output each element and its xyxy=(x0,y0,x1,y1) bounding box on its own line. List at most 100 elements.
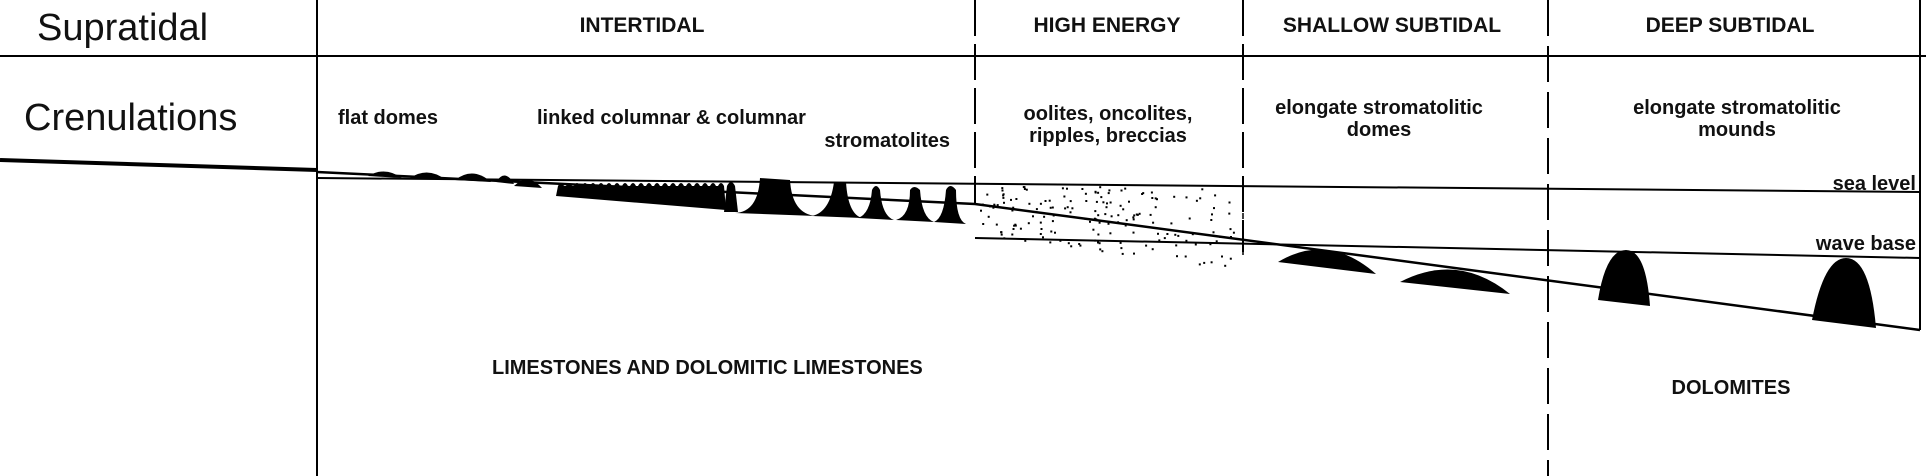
grain-dot xyxy=(1228,212,1231,215)
high-energy-label-line2: ripples, breccias xyxy=(1029,125,1187,147)
grain-dot xyxy=(1061,187,1064,190)
grain-dot xyxy=(1149,213,1152,216)
shallow-feature-label-line1: elongate stromatolitic xyxy=(1275,97,1483,119)
grain-dot xyxy=(1089,220,1091,223)
grain-dot xyxy=(996,204,999,207)
grain-dot xyxy=(1132,216,1135,219)
grain-dot xyxy=(1152,221,1155,224)
elongate-mound-mark xyxy=(1598,250,1650,306)
grain-dot xyxy=(1154,206,1157,209)
grain-dot xyxy=(1101,250,1104,253)
grain-dot xyxy=(1011,233,1014,236)
grain-dot xyxy=(1177,234,1180,237)
grain-dot xyxy=(1224,264,1227,267)
grain-dot xyxy=(1203,261,1206,264)
grain-dot xyxy=(1066,187,1068,190)
grain-dot xyxy=(1107,222,1110,225)
grain-dot xyxy=(1150,191,1153,194)
grain-dot xyxy=(1015,198,1018,200)
grain-dot xyxy=(1054,231,1056,234)
zone-title-intertidal: INTERTIDAL xyxy=(580,14,705,37)
grain-dot xyxy=(1097,233,1100,236)
grain-dot xyxy=(1050,230,1053,233)
grain-dot xyxy=(1084,217,1087,220)
grain-dot xyxy=(1002,194,1005,197)
supratidal-surface xyxy=(0,158,318,172)
elongate-dome-mark xyxy=(1400,269,1510,294)
grain-dot xyxy=(1014,223,1017,226)
grain-dot xyxy=(1035,208,1038,211)
grain-dot xyxy=(1133,214,1136,217)
grain-dot xyxy=(1002,193,1005,196)
grain-dot xyxy=(1124,187,1127,190)
grain-dot xyxy=(1195,199,1198,202)
grain-dot xyxy=(1079,244,1082,247)
deep-feature-label-line1: elongate stromatolitic xyxy=(1633,97,1841,119)
grain-dot xyxy=(1132,231,1135,234)
grain-dot xyxy=(1040,228,1043,230)
grain-dot xyxy=(1175,244,1178,247)
grain-dot xyxy=(1048,199,1051,202)
grain-dot xyxy=(1027,222,1030,225)
grain-dot xyxy=(1201,188,1204,191)
grain-dot xyxy=(1000,233,1003,236)
grain-dot xyxy=(1003,237,1006,240)
oolite-stipple-pattern xyxy=(980,186,1235,267)
grain-dot xyxy=(1142,192,1145,195)
grain-dot xyxy=(1119,241,1122,244)
column-pair-mark xyxy=(735,178,816,216)
grain-dot xyxy=(1199,197,1202,200)
flat-dome-mounds xyxy=(368,171,542,188)
grain-dot xyxy=(1194,243,1197,246)
grain-dot xyxy=(1011,209,1014,212)
grain-dot xyxy=(1124,224,1127,227)
grain-dot xyxy=(1117,214,1120,217)
grain-dot xyxy=(1166,233,1169,235)
grain-dot xyxy=(1049,206,1052,209)
grain-dot xyxy=(1219,235,1222,238)
grain-dot xyxy=(1042,236,1044,239)
grain-dot xyxy=(1125,219,1128,222)
zone-title-deep-subtidal: DEEP SUBTIDAL xyxy=(1646,14,1815,37)
column-mark xyxy=(724,182,738,212)
grain-dot xyxy=(1097,241,1099,244)
elongate-dome-mark xyxy=(1278,249,1376,274)
column-mark xyxy=(896,187,934,222)
grain-dot xyxy=(1012,228,1015,230)
grain-dot xyxy=(1092,228,1095,231)
grain-dot xyxy=(1128,200,1130,203)
grain-dot xyxy=(981,203,984,206)
grain-dot xyxy=(1104,213,1107,216)
grain-dot xyxy=(1039,221,1042,224)
grain-dot xyxy=(1097,214,1100,217)
grain-dot xyxy=(993,203,996,206)
grain-dot xyxy=(1109,232,1112,235)
grain-dot xyxy=(1097,191,1100,194)
flat-dome-mark xyxy=(455,173,491,182)
grain-dot xyxy=(1211,213,1213,216)
grain-dot xyxy=(1051,206,1054,209)
grain-dot xyxy=(1093,217,1096,220)
grain-dot xyxy=(1228,201,1231,204)
grain-dot xyxy=(1064,207,1067,210)
grain-dot xyxy=(1023,188,1026,190)
stromatolites-label: stromatolites xyxy=(824,130,950,152)
linked-columnar-stromatolites xyxy=(556,182,738,212)
grain-dot xyxy=(987,215,990,218)
grain-dot xyxy=(1191,233,1194,236)
flat-dome-mark xyxy=(368,171,402,178)
column-mark xyxy=(812,182,862,218)
grain-dot xyxy=(1081,188,1084,190)
grain-dot xyxy=(1032,215,1034,218)
grain-dot xyxy=(1221,255,1223,258)
grain-dot xyxy=(1100,196,1103,199)
grain-dot xyxy=(1141,193,1144,195)
grain-dot xyxy=(1122,208,1125,211)
grain-dot xyxy=(1003,201,1005,204)
grain-dot xyxy=(1120,189,1123,192)
crenulations-label: Crenulations xyxy=(24,97,237,139)
limestones-label: LIMESTONES AND DOLOMITIC LIMESTONES xyxy=(492,357,923,379)
grain-dot xyxy=(1106,202,1108,205)
